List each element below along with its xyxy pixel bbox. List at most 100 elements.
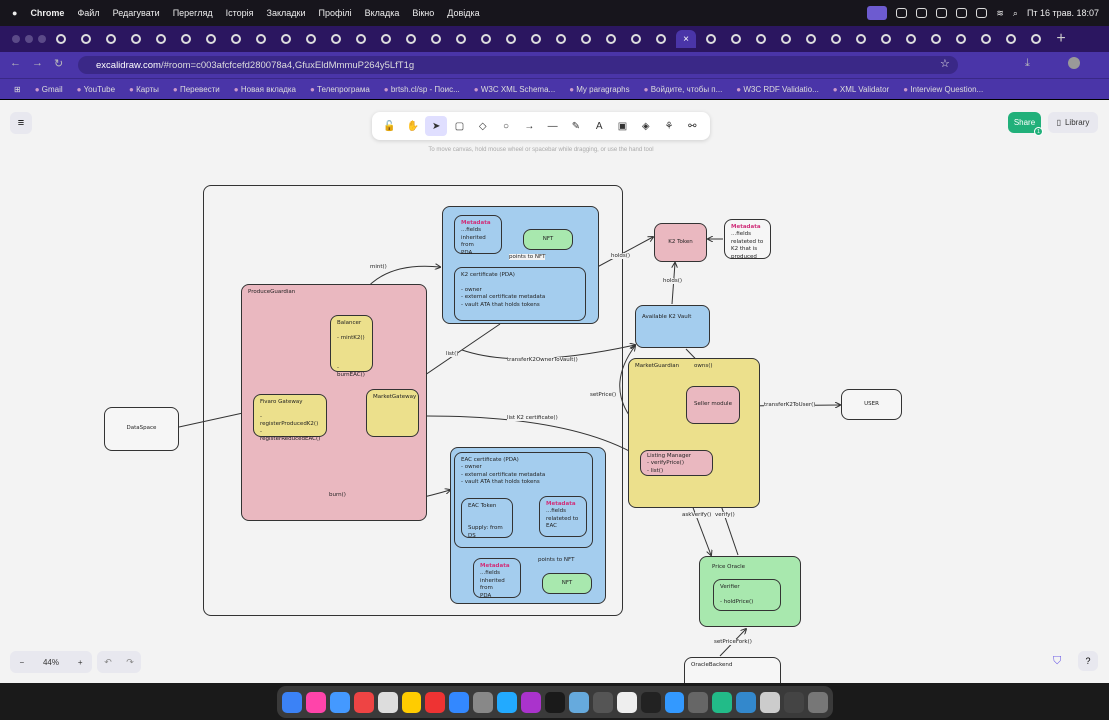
wifi-icon[interactable]: ≋: [996, 7, 1004, 18]
dock-app-icon[interactable]: [401, 691, 422, 713]
redo-icon[interactable]: ↷: [126, 656, 134, 667]
browser-tab[interactable]: [976, 30, 996, 48]
bookmark-item[interactable]: ● W3C RDF Validatio...: [736, 85, 819, 94]
clock[interactable]: Пт 16 трав. 18:07: [1026, 8, 1099, 18]
status-icon[interactable]: [916, 8, 928, 18]
menu-view[interactable]: Перегляд: [172, 8, 213, 18]
browser-tab[interactable]: [201, 30, 221, 48]
metadata-box-k2[interactable]: Metadata...fields relateted to K2 that i…: [724, 219, 771, 260]
battery-icon[interactable]: [976, 8, 988, 18]
undo-icon[interactable]: ↶: [104, 656, 112, 667]
browser-tab[interactable]: [901, 30, 921, 48]
forward-icon[interactable]: →: [32, 57, 43, 69]
dock-app-icon[interactable]: [353, 691, 374, 713]
tool-button[interactable]: ◈: [635, 116, 657, 136]
dock-app-icon[interactable]: [712, 691, 733, 713]
browser-tab[interactable]: [301, 30, 321, 48]
browser-tab[interactable]: [601, 30, 621, 48]
tool-button[interactable]: 🔓: [379, 116, 401, 136]
dock-app-icon[interactable]: [664, 691, 685, 713]
minimize-window-button[interactable]: [25, 35, 33, 43]
menu-window[interactable]: Вікно: [412, 8, 435, 18]
fivaro-gateway-box[interactable]: Fivaro Gateway - registerProducedK2() - …: [253, 394, 327, 442]
search-icon[interactable]: ⌕: [1012, 7, 1018, 18]
bookmark-item[interactable]: ● My paragraphs: [569, 85, 629, 94]
help-icon[interactable]: ?: [1078, 651, 1098, 671]
seller-module-box[interactable]: Seller module: [686, 386, 740, 424]
profile-avatar[interactable]: [1068, 57, 1080, 69]
available-k2-vault-box[interactable]: Available K2 Vault: [635, 305, 710, 348]
encryption-shield-icon[interactable]: ⛉: [1053, 655, 1062, 667]
dock-app-icon[interactable]: [329, 691, 350, 713]
tool-button[interactable]: ▣: [611, 116, 633, 136]
k2-token-box[interactable]: K2 Token: [654, 223, 707, 262]
main-menu-button[interactable]: ≡: [10, 112, 32, 134]
browser-tab[interactable]: [576, 30, 596, 48]
zoom-out-button[interactable]: −: [19, 657, 25, 667]
metadata-box-bottom[interactable]: Metadata...fields inherited from PDA: [473, 558, 521, 599]
menu-app-name[interactable]: Chrome: [30, 8, 65, 18]
excalidraw-canvas[interactable]: ≡ 🔓✋➤▢◇○→—✎A▣◈⚘⚯ To move canvas, hold mo…: [0, 100, 1109, 683]
browser-tab[interactable]: [76, 30, 96, 48]
screen-share-icon[interactable]: [867, 6, 888, 20]
metadata-box-eac[interactable]: Metadata...fields relateted to EAC: [539, 496, 587, 537]
bookmark-item[interactable]: ● W3C XML Schema...: [474, 85, 555, 94]
dock-app-icon[interactable]: [640, 691, 661, 713]
bookmark-item[interactable]: ● Перевести: [173, 85, 220, 94]
menu-tab[interactable]: Вкладка: [364, 8, 400, 18]
k2-certificate-pda-box[interactable]: K2 certificate (PDA) - owner - external …: [454, 267, 586, 321]
balancer-box[interactable]: Balancer - mintK2() - burnEAC(): [330, 315, 373, 378]
dock-app-icon[interactable]: [377, 691, 398, 713]
dataspace-box[interactable]: DataSpace: [104, 407, 179, 451]
download-icon[interactable]: ⤓: [1025, 57, 1030, 69]
new-tab-button[interactable]: +: [1056, 30, 1066, 47]
browser-tab[interactable]: [626, 30, 646, 48]
menu-bookmarks[interactable]: Закладки: [266, 8, 306, 18]
browser-tab[interactable]: [951, 30, 971, 48]
menu-help[interactable]: Довідка: [447, 8, 480, 18]
tool-button[interactable]: ▢: [448, 116, 470, 136]
tool-button[interactable]: ⚯: [681, 116, 703, 136]
browser-tab[interactable]: [426, 30, 446, 48]
active-tab-close-button[interactable]: ×: [676, 30, 696, 48]
zoom-level[interactable]: 44%: [42, 657, 59, 667]
menu-file[interactable]: Файл: [77, 8, 100, 18]
browser-tab[interactable]: [651, 30, 671, 48]
nft-box-bottom[interactable]: NFT: [542, 573, 592, 594]
library-button[interactable]: ▯Library: [1048, 112, 1098, 133]
dock-app-icon[interactable]: [760, 691, 781, 713]
browser-tab[interactable]: [726, 30, 746, 48]
browser-tab[interactable]: [826, 30, 846, 48]
dock-app-icon[interactable]: [568, 691, 589, 713]
browser-tab[interactable]: [401, 30, 421, 48]
verifier-box[interactable]: Verifier - holdPrice(): [713, 579, 781, 611]
bookmark-item[interactable]: ● YouTube: [77, 85, 115, 94]
menu-history[interactable]: Історія: [225, 8, 254, 18]
browser-tab[interactable]: [226, 30, 246, 48]
dock-app-icon[interactable]: [616, 691, 637, 713]
dock-app-icon[interactable]: [497, 691, 518, 713]
tool-button[interactable]: A: [588, 116, 610, 136]
dock-app-icon[interactable]: [688, 691, 709, 713]
nft-box-top[interactable]: NFT: [523, 229, 573, 250]
keyboard-layout-icon[interactable]: [956, 8, 968, 18]
tool-button[interactable]: ⚘: [658, 116, 680, 136]
market-gateway-box[interactable]: MarketGateway: [366, 389, 419, 437]
dock-app-icon[interactable]: [592, 691, 613, 713]
browser-tab[interactable]: [1026, 30, 1046, 48]
dock-app-icon[interactable]: [305, 691, 326, 713]
oracle-backend-box[interactable]: OracleBackend: [684, 657, 781, 683]
browser-tab[interactable]: [101, 30, 121, 48]
status-icon[interactable]: [896, 8, 908, 18]
dock-app-icon[interactable]: [282, 691, 302, 713]
dock-app-icon[interactable]: [784, 691, 804, 713]
dock-app-icon[interactable]: [544, 691, 565, 713]
tool-button[interactable]: →: [518, 116, 540, 136]
dock-app-icon[interactable]: [521, 691, 541, 713]
browser-tab[interactable]: [151, 30, 171, 48]
tool-button[interactable]: —: [542, 116, 564, 136]
dock-app-icon[interactable]: [736, 691, 757, 713]
maximize-window-button[interactable]: [38, 35, 46, 43]
bookmark-item[interactable]: ● Новая вкладка: [234, 85, 296, 94]
browser-tab[interactable]: [801, 30, 821, 48]
